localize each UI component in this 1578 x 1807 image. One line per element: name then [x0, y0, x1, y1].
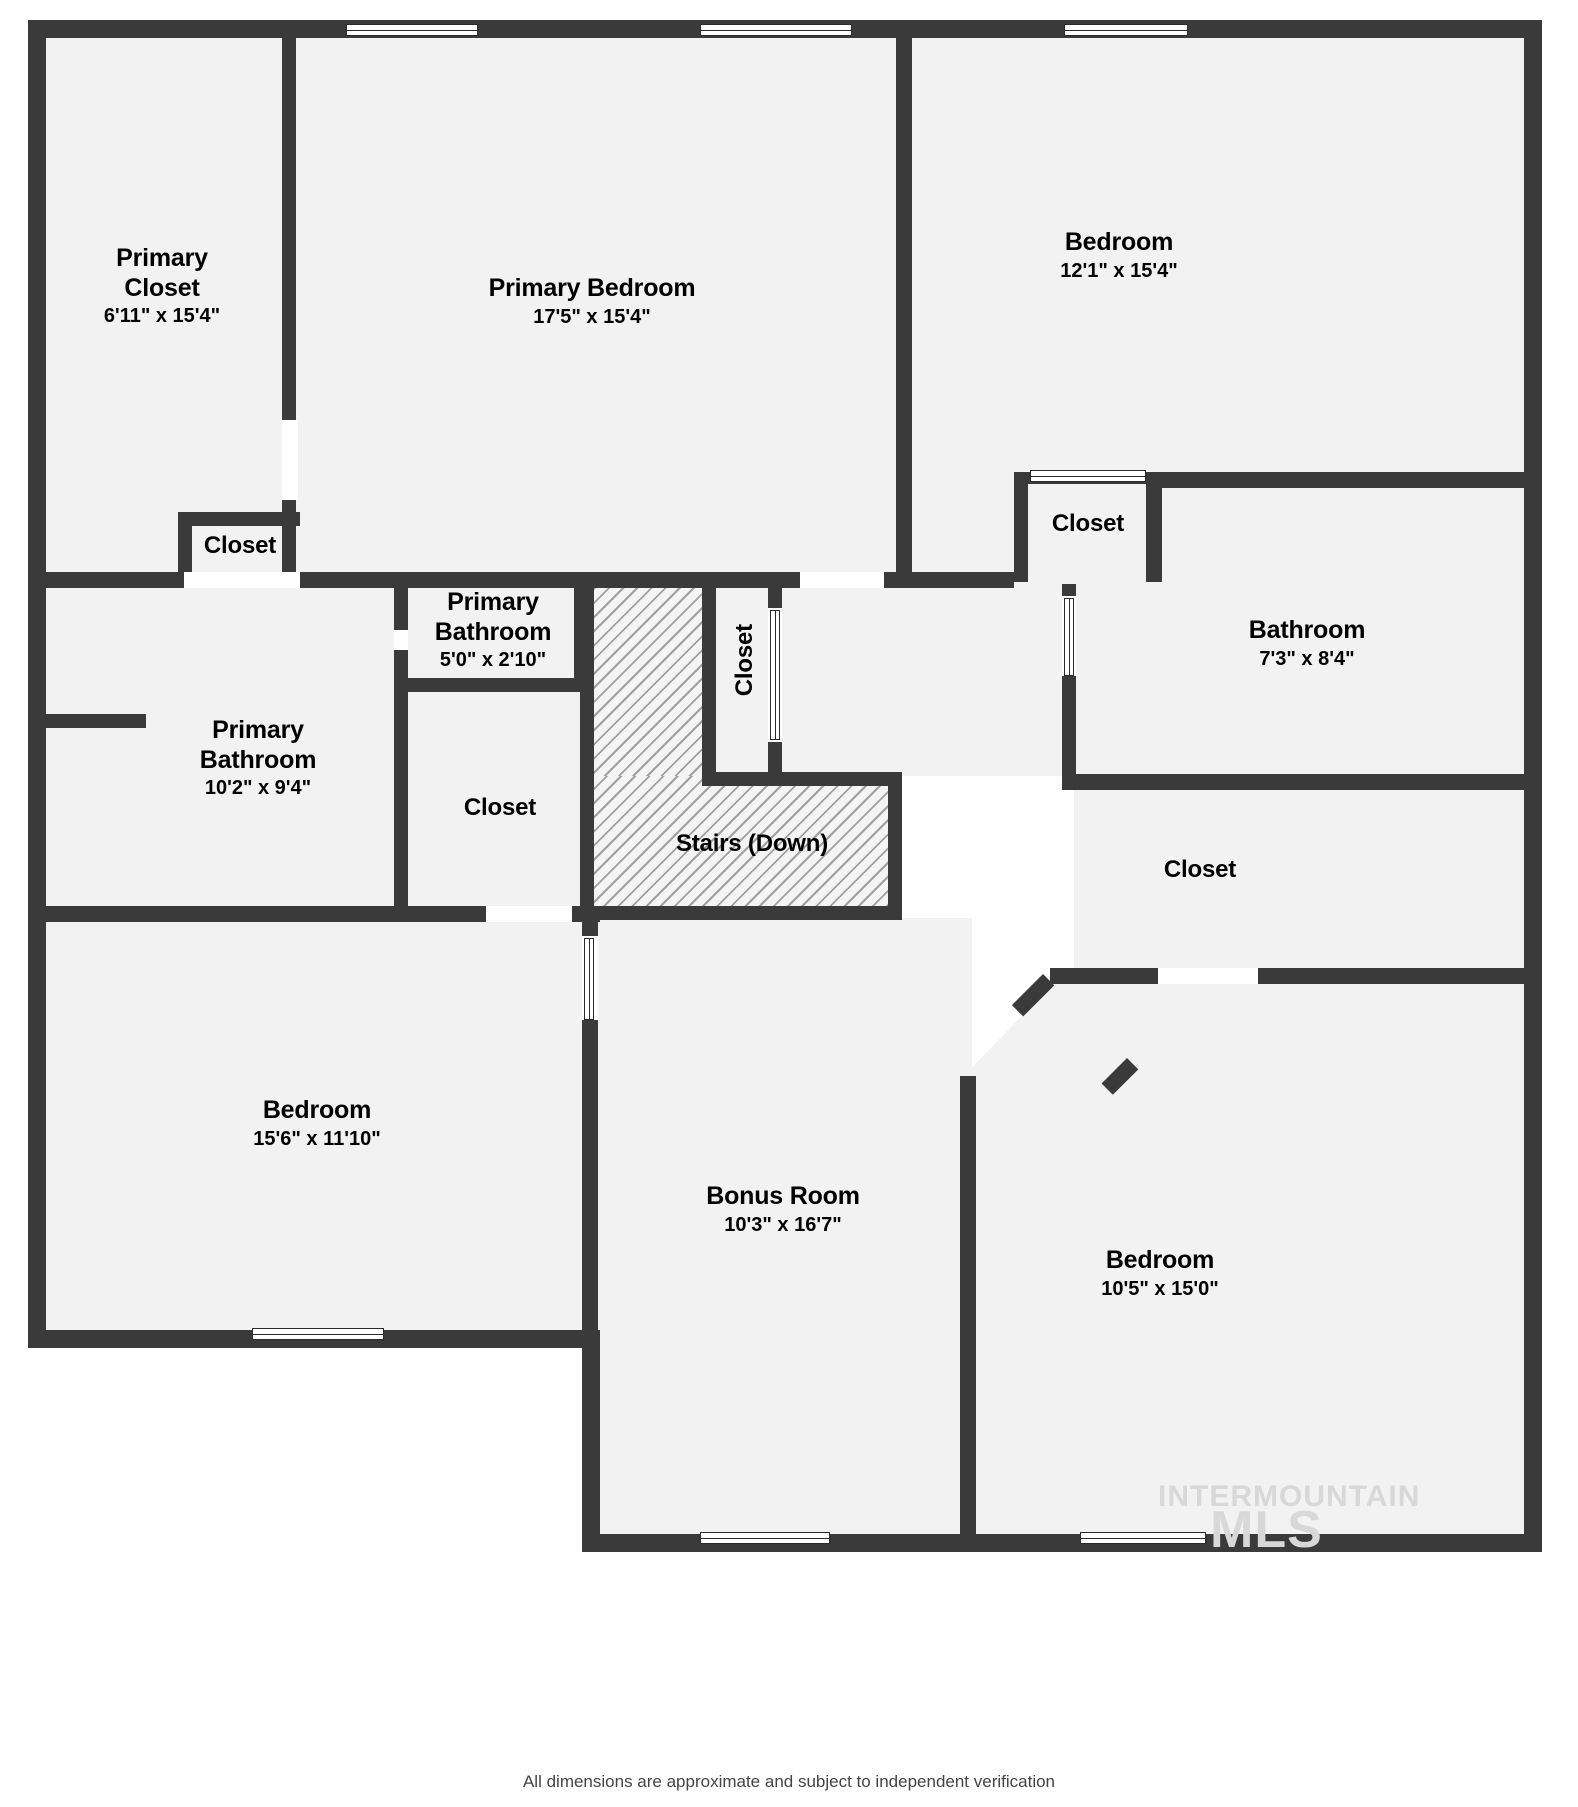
wall-bedroom-bonus-divider-upper	[582, 906, 598, 936]
wall-closet-right-bottom-left	[1050, 968, 1158, 984]
doorway-closet-top-left-b	[214, 572, 300, 588]
wall-pbath-small-bottom	[394, 678, 588, 692]
room-fill-primary-closet	[36, 28, 288, 576]
window-bathroom-right-door	[1064, 598, 1074, 676]
exterior-wall-left-lower	[28, 576, 46, 1348]
room-fill-closet-right	[1074, 780, 1542, 976]
window-bedroom-top-right	[1064, 24, 1188, 36]
room-fill-closet-mid-stairs	[714, 580, 778, 776]
room-fill-closet-top-right	[1018, 476, 1158, 580]
room-fill-closet-mid-left	[406, 684, 582, 918]
wall-bathroom-right-bottom	[1062, 774, 1542, 790]
wall-closet-right-bottom-right	[1258, 968, 1542, 984]
wall-band-top-seg5	[1162, 472, 1542, 488]
wall-primary-bedroom-right	[896, 28, 912, 580]
wall-band-mid-closet	[400, 906, 486, 922]
wall-closet-top-right-right	[1146, 472, 1162, 582]
wall-pbath-small-left-top	[394, 572, 408, 630]
doorway-primary-closet	[282, 420, 298, 500]
doorway-closet-top-left-a	[184, 572, 214, 588]
wall-closet-mid-left	[702, 572, 716, 784]
wall-band-top-left-seg	[36, 572, 184, 588]
wall-bathroom-right-left-top	[1062, 584, 1076, 596]
room-fill-bedroom-bottom-left	[36, 918, 592, 1344]
wall-stairs-left	[580, 572, 594, 920]
window-primary-bedroom-left	[346, 24, 478, 36]
wall-band-mid-left	[36, 906, 406, 922]
wall-stairs-right-lower	[888, 772, 902, 920]
wall-closet-top-left-top	[178, 512, 300, 526]
wall-closet-mid-right-top	[768, 572, 782, 608]
room-fill-bonus-room-lower	[592, 1022, 972, 1538]
stairs-hatch-lower	[592, 776, 900, 920]
exterior-wall-right-lower	[1524, 976, 1542, 1546]
wall-pbath-small-left-bot	[394, 650, 408, 918]
wall-stairs-top-right	[702, 772, 902, 786]
window-bedroom-bottom-right	[1080, 1532, 1206, 1544]
wall-closet-top-right-left	[1014, 472, 1028, 582]
exterior-wall-left-upper	[28, 20, 46, 580]
exterior-wall-right-upper	[1524, 20, 1542, 480]
wall-stairs-bottom	[580, 906, 902, 920]
room-fill-primary-bathroom-large	[36, 580, 406, 918]
wall-closet-mid-right-bot	[768, 742, 782, 784]
wall-pbath-large-stub	[46, 714, 146, 728]
room-fill-bedroom-bottom-right	[960, 976, 1542, 1538]
doorway-closet-right-bottom	[1158, 968, 1258, 984]
wall-band-top-seg3	[394, 572, 800, 588]
wall-band-top-seg2	[288, 572, 394, 588]
exterior-wall-bonus-left	[582, 1330, 600, 1552]
wall-band-top-seg4	[884, 572, 1014, 588]
room-fill-corridor-right	[778, 580, 1074, 776]
wall-bedroom-bonus-divider	[582, 1020, 598, 1350]
room-fill-bedroom-top-right-ext	[1156, 28, 1542, 580]
window-bedroom-bonus-doorway	[584, 938, 594, 1020]
window-primary-bedroom-right	[700, 24, 852, 36]
footer-disclaimer: All dimensions are approximate and subje…	[522, 1772, 1056, 1791]
doorway-pbath-small	[394, 630, 408, 650]
room-fill-primary-bathroom-small	[406, 580, 582, 684]
window-bonus-room-bottom	[700, 1532, 830, 1544]
room-fill-closet-top-left	[180, 516, 300, 580]
wall-primary-closet-right	[282, 28, 296, 420]
doorway-band-mid-seg	[800, 572, 884, 588]
room-fill-primary-bedroom	[288, 28, 896, 580]
window-closet-top-right	[1030, 470, 1146, 482]
wall-closet-top-left-left	[178, 512, 192, 578]
wall-bedroom-br-left	[960, 1076, 976, 1546]
window-closet-mid-door	[770, 610, 780, 740]
doorway-band-mid-closet	[486, 906, 572, 922]
wall-bathroom-right-left-bot	[1062, 676, 1076, 788]
window-bedroom-bottom-left	[252, 1328, 384, 1340]
room-fill-bathroom-right	[1074, 580, 1542, 780]
exterior-wall-right-middle	[1524, 476, 1542, 980]
